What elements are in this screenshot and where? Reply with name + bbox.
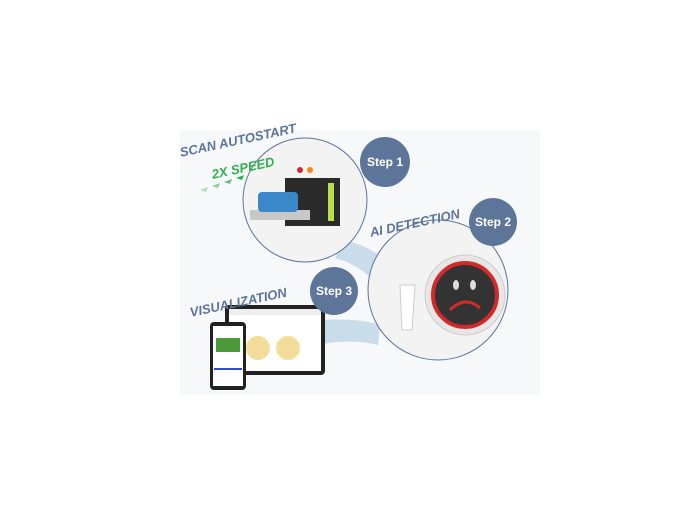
step-3-badge: Step 3 (310, 267, 358, 315)
ai-detection-image (367, 219, 509, 361)
connector-band-2 (318, 319, 380, 345)
step-2-badge: Step 2 (469, 198, 517, 246)
bag-icon (258, 192, 298, 212)
scanner-scan-image (242, 137, 368, 263)
speed-arrows-icon (200, 175, 244, 192)
devices-image (210, 305, 325, 390)
alarm-face-icon (431, 261, 499, 329)
step-1-badge: Step 1 (360, 137, 410, 187)
